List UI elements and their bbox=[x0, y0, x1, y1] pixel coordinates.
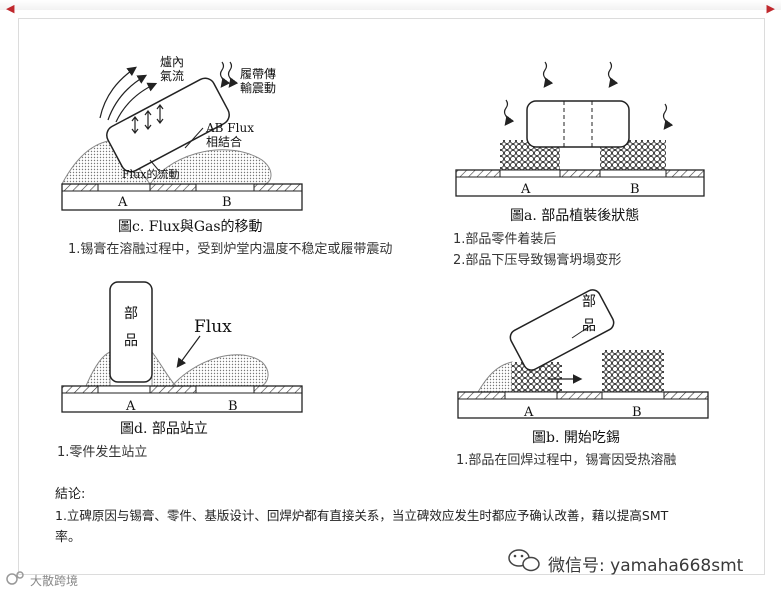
fig-b-caption: 圖b. 開始吃錫 bbox=[532, 430, 620, 446]
fig-a-pad-b: B bbox=[630, 182, 640, 197]
fig-d-caption: 圖d. 部品站立 bbox=[120, 421, 208, 437]
figure-a: A B bbox=[455, 61, 705, 197]
fig-d-part-char-1: 部 bbox=[124, 306, 138, 322]
fig-a-note-1: 1.部品零件着装后 bbox=[453, 232, 557, 247]
fig-c-label-vib-1: 履帶傳 bbox=[240, 67, 276, 81]
fig-b-part bbox=[509, 289, 615, 371]
fig-d-part bbox=[109, 281, 153, 383]
fig-d-solder-mid bbox=[151, 350, 178, 387]
figure-c: 爐內 氣流 履帶傳 輸震動 AB Flux 相結合 Flux的流動 A B bbox=[61, 54, 303, 211]
fig-b-pad-b: B bbox=[632, 405, 642, 420]
fig-c-pad-b: B bbox=[222, 195, 232, 210]
fig-d-note-1: 1.零件发生站立 bbox=[57, 445, 148, 460]
fig-a-note-2: 2.部品下压导致锡膏坍塌变形 bbox=[453, 253, 622, 268]
fig-c-label-flow-2: 氣流 bbox=[160, 69, 184, 83]
fig-c-label-flow-1: 爐內 bbox=[160, 54, 184, 69]
fig-c-caption: 圖c. Flux與Gas的移動 bbox=[118, 219, 263, 235]
fig-b-part-char-2: 品 bbox=[582, 318, 596, 334]
figure-b: 部 品 A B bbox=[457, 289, 709, 420]
fig-c-airflow-1 bbox=[99, 66, 137, 119]
fig-d-pad-b: B bbox=[228, 399, 238, 414]
fig-d-solder-right bbox=[170, 354, 269, 387]
fig-c-label-vib-2: 輸震動 bbox=[240, 80, 276, 95]
fig-b-pad-a: A bbox=[523, 405, 534, 420]
figure-d: 部 品 Flux A B bbox=[61, 281, 303, 414]
conclusion-line-2: 率。 bbox=[55, 530, 82, 545]
nav-right-icon[interactable]: ▶ bbox=[766, 2, 775, 15]
fig-c-label-abflux-2: 相結合 bbox=[206, 134, 242, 149]
conclusion-line-1: 1.立碑原因与锡膏、零件、基版设计、回焊炉都有直接关系，当立碑效应发生时都应予确… bbox=[55, 508, 669, 523]
fig-a-part bbox=[526, 100, 630, 148]
bottom-left-watermark: 大散跨境 bbox=[30, 574, 79, 588]
fig-a-caption: 圖a. 部品植裝後狀態 bbox=[510, 208, 640, 224]
fig-d-pad-a: A bbox=[125, 399, 136, 414]
fig-b-note-1: 1.部品在回焊过程中，锡膏因受热溶融 bbox=[456, 453, 677, 468]
fig-c-note-1: 1.锡膏在溶融过程中，受到炉堂内温度不稳定或履带震动 bbox=[68, 242, 393, 257]
fig-c-airflow-2 bbox=[107, 74, 148, 121]
fig-b-solder-left bbox=[477, 361, 513, 393]
fig-c-label-abflux-1: AB Flux bbox=[205, 121, 254, 135]
fig-b-solder-balls-right bbox=[602, 350, 664, 392]
wechat-icon bbox=[508, 549, 540, 572]
top-edge bbox=[0, 0, 781, 10]
fig-c-part bbox=[106, 77, 230, 173]
wechat-watermark: 微信号: yamaha668smt bbox=[548, 556, 744, 576]
fig-b-part-char-1: 部 bbox=[582, 294, 596, 310]
fig-d-part-char-2: 品 bbox=[124, 333, 138, 349]
fig-c-label-flux-flow: Flux的流動 bbox=[122, 167, 179, 181]
fig-a-pad-a: A bbox=[520, 182, 531, 197]
fig-c-pad-a: A bbox=[117, 195, 128, 210]
brand-logo-icon bbox=[6, 571, 24, 585]
conclusion-heading: 結论: bbox=[55, 487, 86, 502]
fig-c-solder-right bbox=[149, 149, 272, 185]
fig-d-flux-label: Flux bbox=[194, 317, 232, 337]
fig-d-solder-left bbox=[85, 351, 111, 387]
fig-c-airflow-3 bbox=[115, 82, 158, 123]
nav-left-icon[interactable]: ◀ bbox=[6, 2, 15, 15]
